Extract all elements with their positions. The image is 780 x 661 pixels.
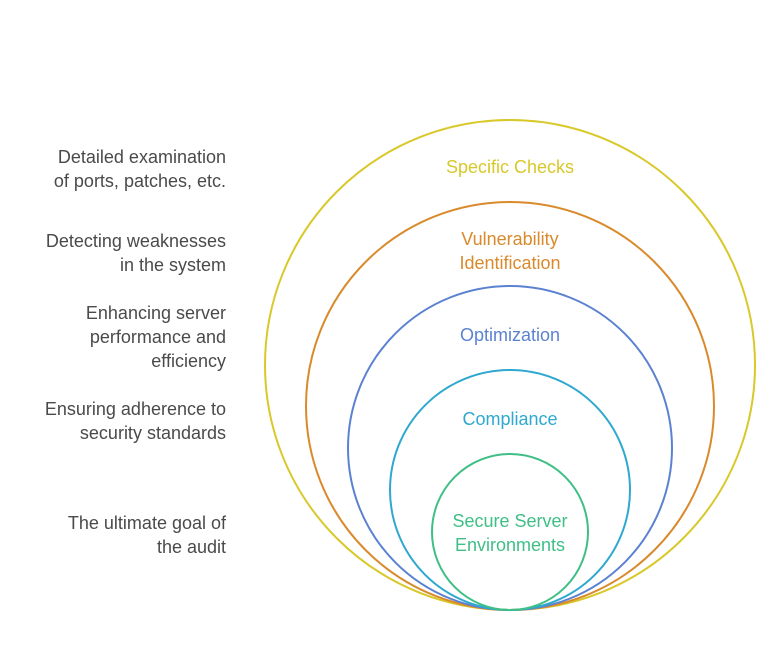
- description-secure-server-environments: The ultimate goal of the audit: [67, 513, 226, 557]
- description-specific-checks: Detailed examination of ports, patches, …: [53, 147, 226, 191]
- ring-secure-server-environments: [431, 453, 589, 611]
- ring-label-specific-checks: Specific Checks: [446, 157, 574, 177]
- description-vulnerability-identification: Detecting weaknesses in the system: [45, 231, 226, 275]
- description-optimization: Enhancing server performance and efficie…: [85, 303, 226, 371]
- ring-label-compliance: Compliance: [462, 409, 557, 429]
- ring-label-optimization: Optimization: [460, 325, 560, 345]
- ring-compliance: [389, 369, 631, 611]
- description-compliance: Ensuring adherence to security standards: [44, 399, 226, 443]
